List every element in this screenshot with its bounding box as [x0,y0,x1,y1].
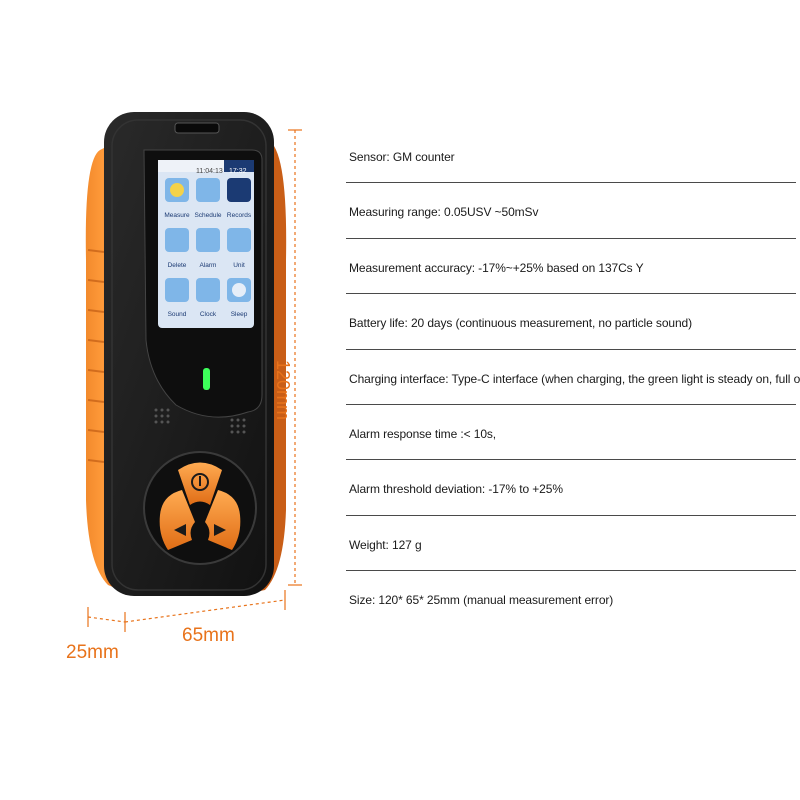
tile-delete: Delete [167,262,187,269]
screen-time: 11:04:13 [196,168,223,175]
spec-list: Sensor: GM counter Measuring range: 0.05… [346,128,800,626]
tile-records: Records [226,212,252,219]
tile-schedule: Schedule [194,212,222,219]
tile-alarm: Alarm [199,262,217,269]
spec-battery: Battery life: 20 days (continuous measur… [349,316,693,331]
spec-row: Charging interface: Type-C interface (wh… [346,350,800,405]
width-dimension-label: 65mm [182,625,235,646]
spec-accuracy: Measurement accuracy: -17%~+25% based on… [349,260,644,275]
spec-alarm-response: Alarm response time :< 10s, [349,426,497,441]
spec-row: Sensor: GM counter [346,128,796,184]
spec-charging: Charging interface: Type-C interface (wh… [349,371,800,386]
spec-range: Measuring range: 0.05USV ~50mSv [349,205,539,220]
spec-row: Measuring range: 0.05USV ~50mSv [346,183,796,239]
tile-measure: Measure [164,212,190,219]
spec-sensor: Sensor: GM counter [349,150,455,164]
tile-unit: Unit [233,262,245,269]
spec-weight: Weight: 127 g [349,537,422,552]
spec-size: Size: 120* 65* 25mm (manual measurement … [349,593,614,608]
spec-row: Battery life: 20 days (continuous measur… [346,294,796,350]
spec-row: Weight: 127 g [346,516,796,572]
spec-row: Measurement accuracy: -17%~+25% based on… [346,239,796,295]
tile-sound: Sound [167,311,187,318]
spec-row: Alarm threshold deviation: -17% to +25% [346,460,796,516]
tile-sleep: Sleep [230,311,248,318]
spec-row: Size: 120* 65* 25mm (manual measurement … [346,571,796,625]
height-dimension-label: 120mm [273,360,293,421]
depth-dimension-label: 25mm [66,642,119,663]
spec-row: Alarm response time :< 10s, [346,405,796,461]
screen-clock: 17:32 [229,168,247,175]
tile-clock: Clock [199,311,217,318]
spec-alarm-threshold: Alarm threshold deviation: -17% to +25% [349,482,563,497]
